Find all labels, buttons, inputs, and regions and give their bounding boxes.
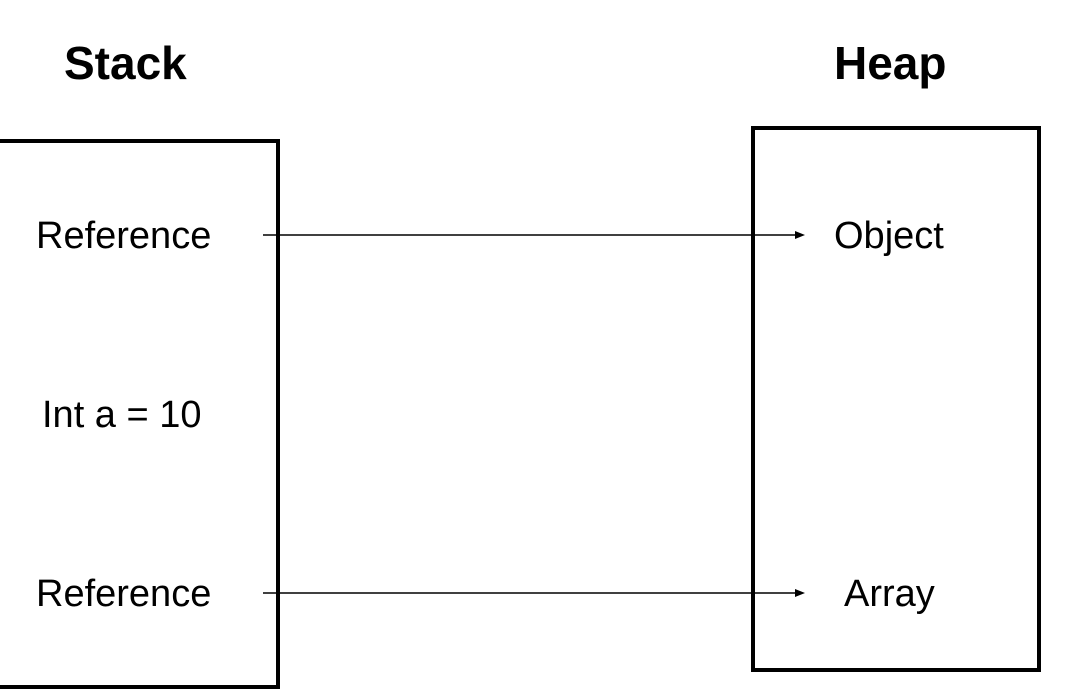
arrow-head-array — [795, 589, 805, 597]
stack-title: Stack — [64, 37, 187, 89]
heap-item-object: Object — [834, 215, 944, 257]
stack-item-int: Int a = 10 — [42, 394, 202, 436]
stack-item-reference-2: Reference — [36, 573, 212, 615]
arrow-reference-to-array — [263, 589, 805, 597]
arrow-reference-to-object — [263, 231, 805, 239]
arrow-head-object — [795, 231, 805, 239]
heap-item-array: Array — [844, 573, 935, 615]
stack-box — [0, 139, 280, 689]
heap-box — [751, 126, 1041, 672]
heap-title: Heap — [834, 37, 947, 89]
stack-item-reference-1: Reference — [36, 215, 212, 257]
